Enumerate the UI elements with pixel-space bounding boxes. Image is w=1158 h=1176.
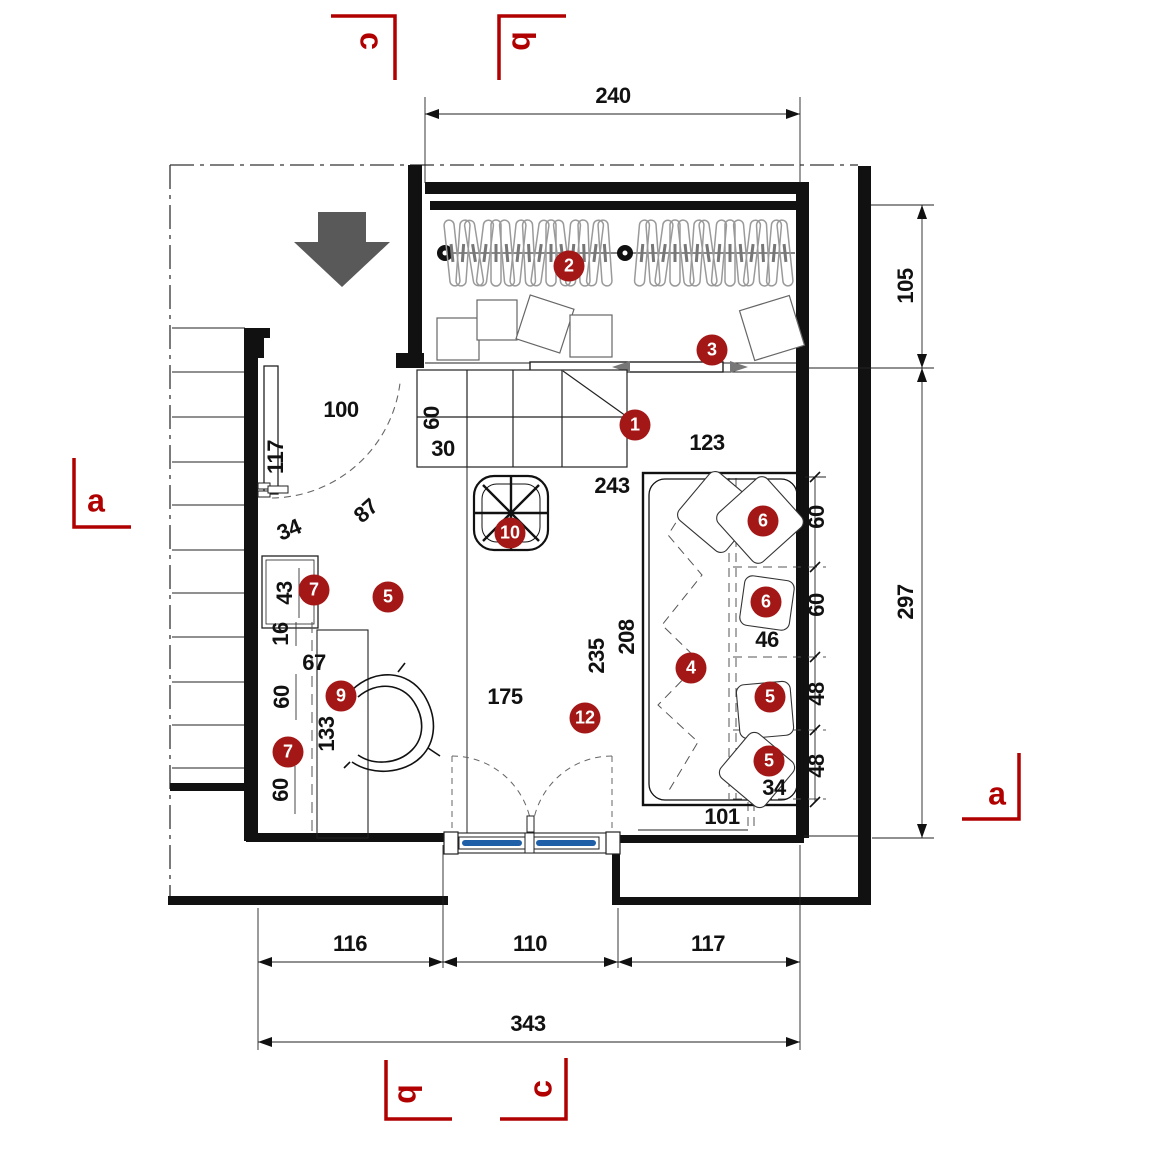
wardrobe-boxes [436, 294, 806, 362]
chain-ticks [809, 471, 821, 808]
dim-46: 46 [755, 627, 779, 652]
bed-pillows [677, 471, 804, 809]
dim-110: 110 [513, 931, 548, 956]
dim-67: 67 [302, 650, 326, 675]
dim-60-right-2: 60 [804, 593, 829, 617]
dim-133: 133 [314, 716, 339, 752]
dim-60-left-1: 60 [269, 685, 294, 709]
walls [168, 165, 871, 905]
dim-60-stairs: 60 [419, 406, 444, 430]
dimension-lines [257, 97, 934, 1050]
item-marker-7b: 7 [272, 736, 304, 768]
section-a-right-label: a [988, 775, 1006, 812]
dim-243: 243 [594, 473, 630, 498]
entry-arrow-icon [294, 212, 390, 287]
dimension-arrows [258, 109, 927, 1047]
door-glass-right [536, 840, 596, 846]
exterior-stairs [172, 327, 245, 769]
item-marker-6a: 6 [747, 505, 779, 537]
item-marker-4: 4 [675, 652, 707, 684]
dim-30: 30 [431, 436, 455, 461]
section-b-top-label: b [505, 31, 542, 51]
dim-297: 297 [893, 584, 918, 620]
dim-43: 43 [272, 581, 297, 605]
dim-100: 100 [323, 397, 359, 422]
item-marker-5a: 5 [372, 581, 404, 613]
dim-123: 123 [689, 430, 725, 455]
dim-60-left-2: 60 [268, 778, 293, 802]
dim-48-right-1: 48 [804, 682, 829, 706]
dim-235: 235 [584, 638, 609, 674]
section-c-bottom-label: c [522, 1080, 559, 1098]
item-marker-1: 1 [619, 409, 651, 441]
dim-240: 240 [595, 83, 631, 108]
desk-counter [316, 629, 369, 839]
french-door [443, 755, 621, 855]
dim-175: 175 [487, 684, 523, 709]
item-marker-5c: 5 [753, 745, 785, 777]
boundary-dashdot-line [169, 164, 858, 903]
chair [343, 662, 441, 773]
dim-16: 16 [268, 622, 293, 646]
item-marker-6b: 6 [750, 586, 782, 618]
dim-208: 208 [614, 619, 639, 655]
dim-48-right-2: 48 [804, 754, 829, 778]
item-marker-7a: 7 [298, 574, 330, 606]
item-marker-2: 2 [553, 250, 585, 282]
entry-door [257, 365, 401, 499]
section-marker-brackets [72, 14, 1021, 1121]
dim-117-bottom: 117 [691, 931, 726, 956]
dim-34-bed: 34 [762, 775, 786, 800]
dim-60-right-1: 60 [804, 505, 829, 529]
stair-landing-wall [170, 783, 246, 791]
item-marker-3: 3 [696, 334, 728, 366]
dim-116: 116 [333, 931, 368, 956]
dim-101: 101 [704, 804, 740, 829]
door-handle [526, 815, 535, 833]
item-marker-9: 9 [325, 680, 357, 712]
section-b-bottom-label: b [391, 1084, 428, 1104]
door-glass-left [462, 840, 522, 846]
section-a-left-label: a [87, 482, 105, 519]
dim-343: 343 [510, 1011, 546, 1036]
section-c-top-label: c [353, 32, 390, 50]
slide-right-arrow-icon [730, 361, 748, 373]
dim-117-door: 117 [263, 440, 288, 474]
item-marker-10: 10 [494, 517, 526, 549]
dim-105: 105 [893, 268, 918, 304]
item-marker-5b: 5 [754, 681, 786, 713]
item-marker-12: 12 [569, 702, 601, 734]
stair-storage-unit [416, 369, 628, 468]
